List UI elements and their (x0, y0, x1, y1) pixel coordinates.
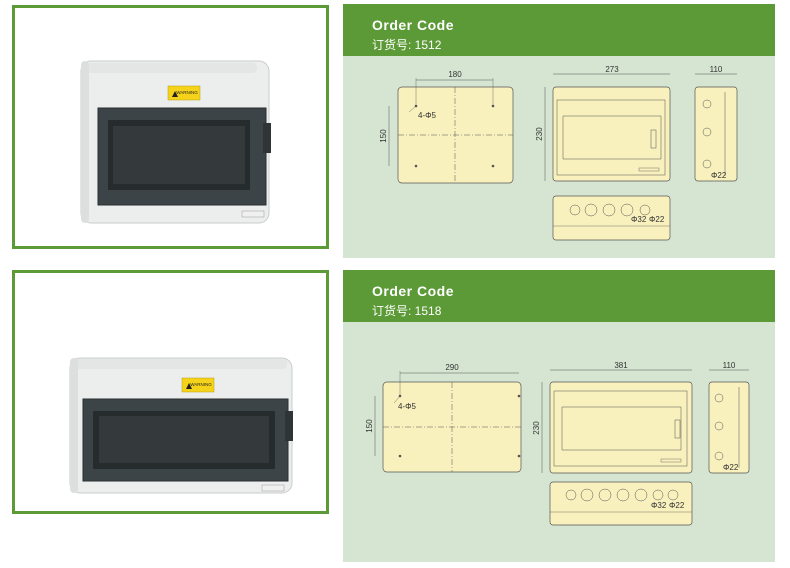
side-knockout-label: Φ22 (711, 171, 727, 180)
front-height-label: 230 (535, 127, 544, 141)
plan-holes-label: 4-Φ5 (418, 111, 436, 120)
plan-width-label: 180 (448, 70, 462, 79)
bottom-knockout-small-label: Φ22 (669, 501, 685, 510)
enclosure-photo-1518: WARNING (69, 357, 293, 494)
product-photo-frame-1512: WARNING (12, 5, 329, 249)
product-photo-frame-1518: WARNING (12, 270, 329, 514)
warning-label-text: WARNING (176, 90, 198, 95)
side-knockout-label: Φ22 (723, 463, 739, 472)
plan-width-label: 290 (445, 363, 459, 372)
plan-height-label: 150 (379, 129, 388, 143)
spec-panel-1518: Order Code 订货号: 1518 290 150 4-Φ5 381 23… (343, 270, 775, 562)
warning-label-text: WARNING (190, 382, 212, 387)
front-width-label: 381 (614, 361, 628, 370)
technical-drawing-1518: 290 150 4-Φ5 381 230 110 Φ22 Φ32 (365, 361, 750, 526)
spec-header: Order Code 订货号: 1518 (343, 270, 775, 322)
spec-header: Order Code 订货号: 1512 (343, 4, 775, 56)
technical-drawing-1512: 180 150 4-Φ5 273 230 110 Φ22 Φ32 Φ22 (379, 65, 738, 241)
enclosure-photo-1512: WARNING (80, 60, 271, 224)
order-code-number: 订货号: 1512 (372, 38, 442, 52)
order-code-title: Order Code (372, 17, 455, 33)
plan-holes-label: 4-Φ5 (398, 402, 416, 411)
front-view (549, 381, 693, 474)
order-code-title: Order Code (372, 283, 455, 299)
front-view (552, 86, 671, 182)
front-height-label: 230 (532, 421, 541, 435)
side-depth-label: 110 (723, 361, 736, 370)
plan-height-label: 150 (365, 419, 374, 433)
bottom-knockout-large-label: Φ32 (631, 215, 647, 224)
side-view (694, 86, 738, 182)
spec-panel-1512: Order Code 订货号: 1512 180 150 4-Φ5 273 23… (343, 4, 775, 258)
bottom-knockout-small-label: Φ22 (649, 215, 665, 224)
bottom-view (549, 481, 693, 526)
bottom-knockout-large-label: Φ32 (651, 501, 667, 510)
front-width-label: 273 (605, 65, 619, 74)
side-view (708, 381, 750, 474)
order-code-number: 订货号: 1518 (372, 304, 442, 318)
side-depth-label: 110 (710, 65, 723, 74)
